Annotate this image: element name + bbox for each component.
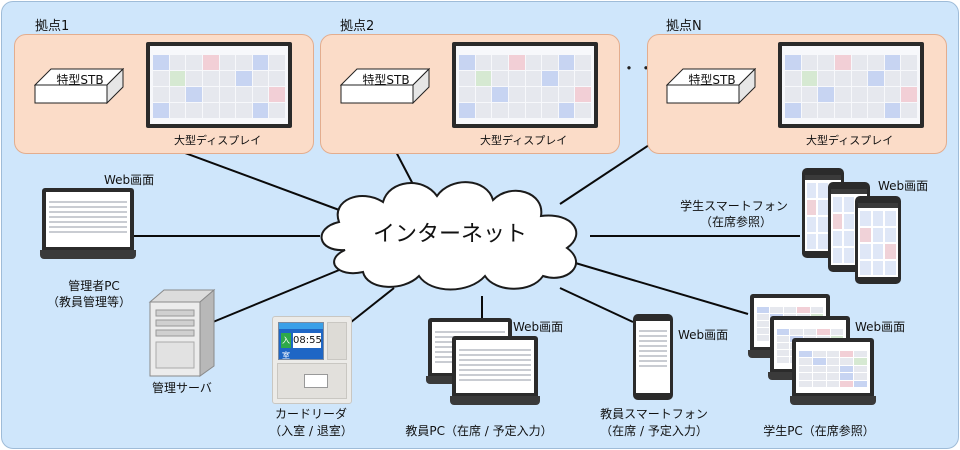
stb-1-label: 特型STB: [56, 73, 104, 87]
server-tower-icon: [148, 288, 216, 377]
admin-pc-label-line1: 管理者PC: [68, 279, 120, 293]
teacher-phone-web-label: Web画面: [678, 328, 729, 342]
teacher-pc-label: 教員PC（在席 / 予定入力）: [405, 424, 553, 438]
teacher-pc-web-label: Web画面: [513, 320, 564, 334]
large-display-1-label: 大型ディスプレイ: [174, 134, 262, 147]
student-pc-label: 学生PC（在席参照）: [763, 424, 875, 438]
stb-n-label: 特型STB: [688, 73, 736, 87]
admin-pc-label-line2: （教員管理等）: [46, 295, 131, 309]
card-reader-clock: 08:55: [293, 333, 322, 348]
large-display-2-label: 大型ディスプレイ: [480, 134, 568, 147]
site-1-label: 拠点1: [35, 19, 70, 34]
stb-1-icon: [34, 68, 124, 104]
card-reader-label-line2: （入室 / 退室）: [269, 424, 353, 438]
large-display-1: [146, 42, 292, 128]
student-phone-label-line1: 学生スマートフォン: [680, 199, 788, 213]
internet-cloud-icon: [320, 181, 578, 291]
large-display-2: [452, 42, 598, 128]
stb-n-icon: [666, 68, 756, 104]
large-display-n: [778, 42, 924, 128]
teacher-phone-label-line2: （在席 / 予定入力）: [600, 424, 708, 438]
large-display-n-label: 大型ディスプレイ: [806, 134, 894, 147]
card-reader-screen: 入室 08:55: [278, 322, 324, 360]
student-pc-web-label: Web画面: [855, 320, 906, 334]
card-slot-icon: [304, 374, 328, 388]
student-smartphone-3: [855, 196, 901, 284]
teacher-phone-label-line1: 教員スマートフォン: [600, 407, 708, 421]
student-phone-web-label: Web画面: [878, 179, 929, 193]
site-2-label: 拠点2: [340, 19, 375, 34]
internet-label: インターネット: [372, 222, 527, 247]
server-label: 管理サーバ: [152, 381, 212, 395]
site-n-label: 拠点N: [666, 19, 702, 34]
teacher-smartphone: [633, 314, 673, 400]
student-phone-label-line2: （在席参照）: [699, 215, 772, 229]
stb-2-label: 特型STB: [362, 73, 410, 87]
card-reader-label-line1: カードリーダ: [274, 407, 347, 421]
card-reader-status: 入室: [281, 333, 291, 360]
card-reader-device: 入室 08:55: [272, 316, 352, 404]
stb-2-icon: [340, 68, 430, 104]
admin-pc-web-label: Web画面: [104, 173, 155, 187]
